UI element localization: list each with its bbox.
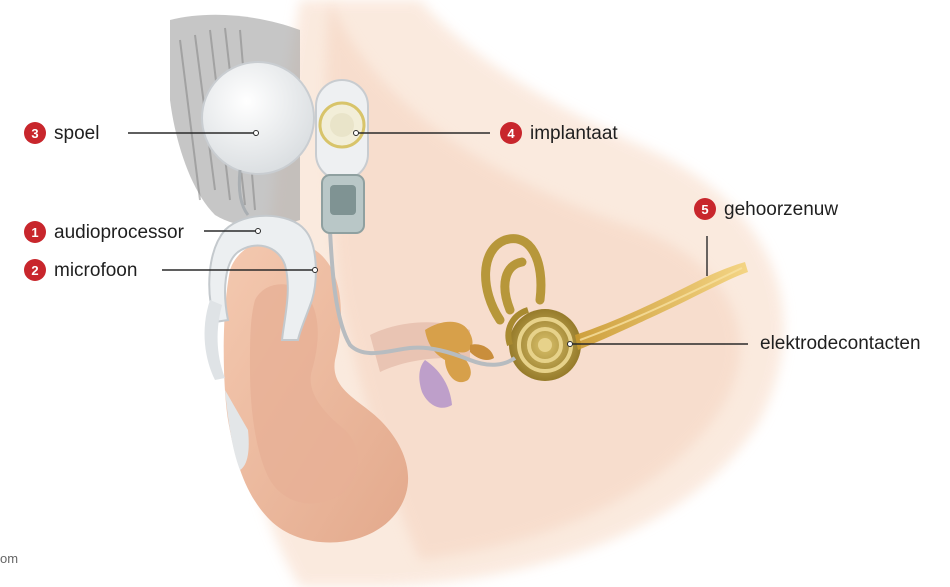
label-gehoorzenuw: 5 gehoorzenuw bbox=[694, 198, 838, 220]
label-audioprocessor: 1 audioprocessor bbox=[24, 221, 184, 243]
label-microfoon: 2 microfoon bbox=[24, 259, 137, 281]
label-text: gehoorzenuw bbox=[724, 200, 838, 219]
footer-fragment: om bbox=[0, 551, 18, 566]
label-text: microfoon bbox=[54, 261, 137, 280]
number-badge: 3 bbox=[24, 122, 46, 144]
label-text: audioprocessor bbox=[54, 223, 184, 242]
label-text: spoel bbox=[54, 124, 99, 143]
label-spoel: 3 spoel bbox=[24, 122, 99, 144]
label-elektrodecontacten: elektrodecontacten bbox=[760, 334, 921, 353]
number-badge: 2 bbox=[24, 259, 46, 281]
label-implantaat: 4 implantaat bbox=[500, 122, 618, 144]
label-text: implantaat bbox=[530, 124, 618, 143]
number-badge: 5 bbox=[694, 198, 716, 220]
number-badge: 4 bbox=[500, 122, 522, 144]
number-badge: 1 bbox=[24, 221, 46, 243]
implant bbox=[316, 80, 368, 233]
